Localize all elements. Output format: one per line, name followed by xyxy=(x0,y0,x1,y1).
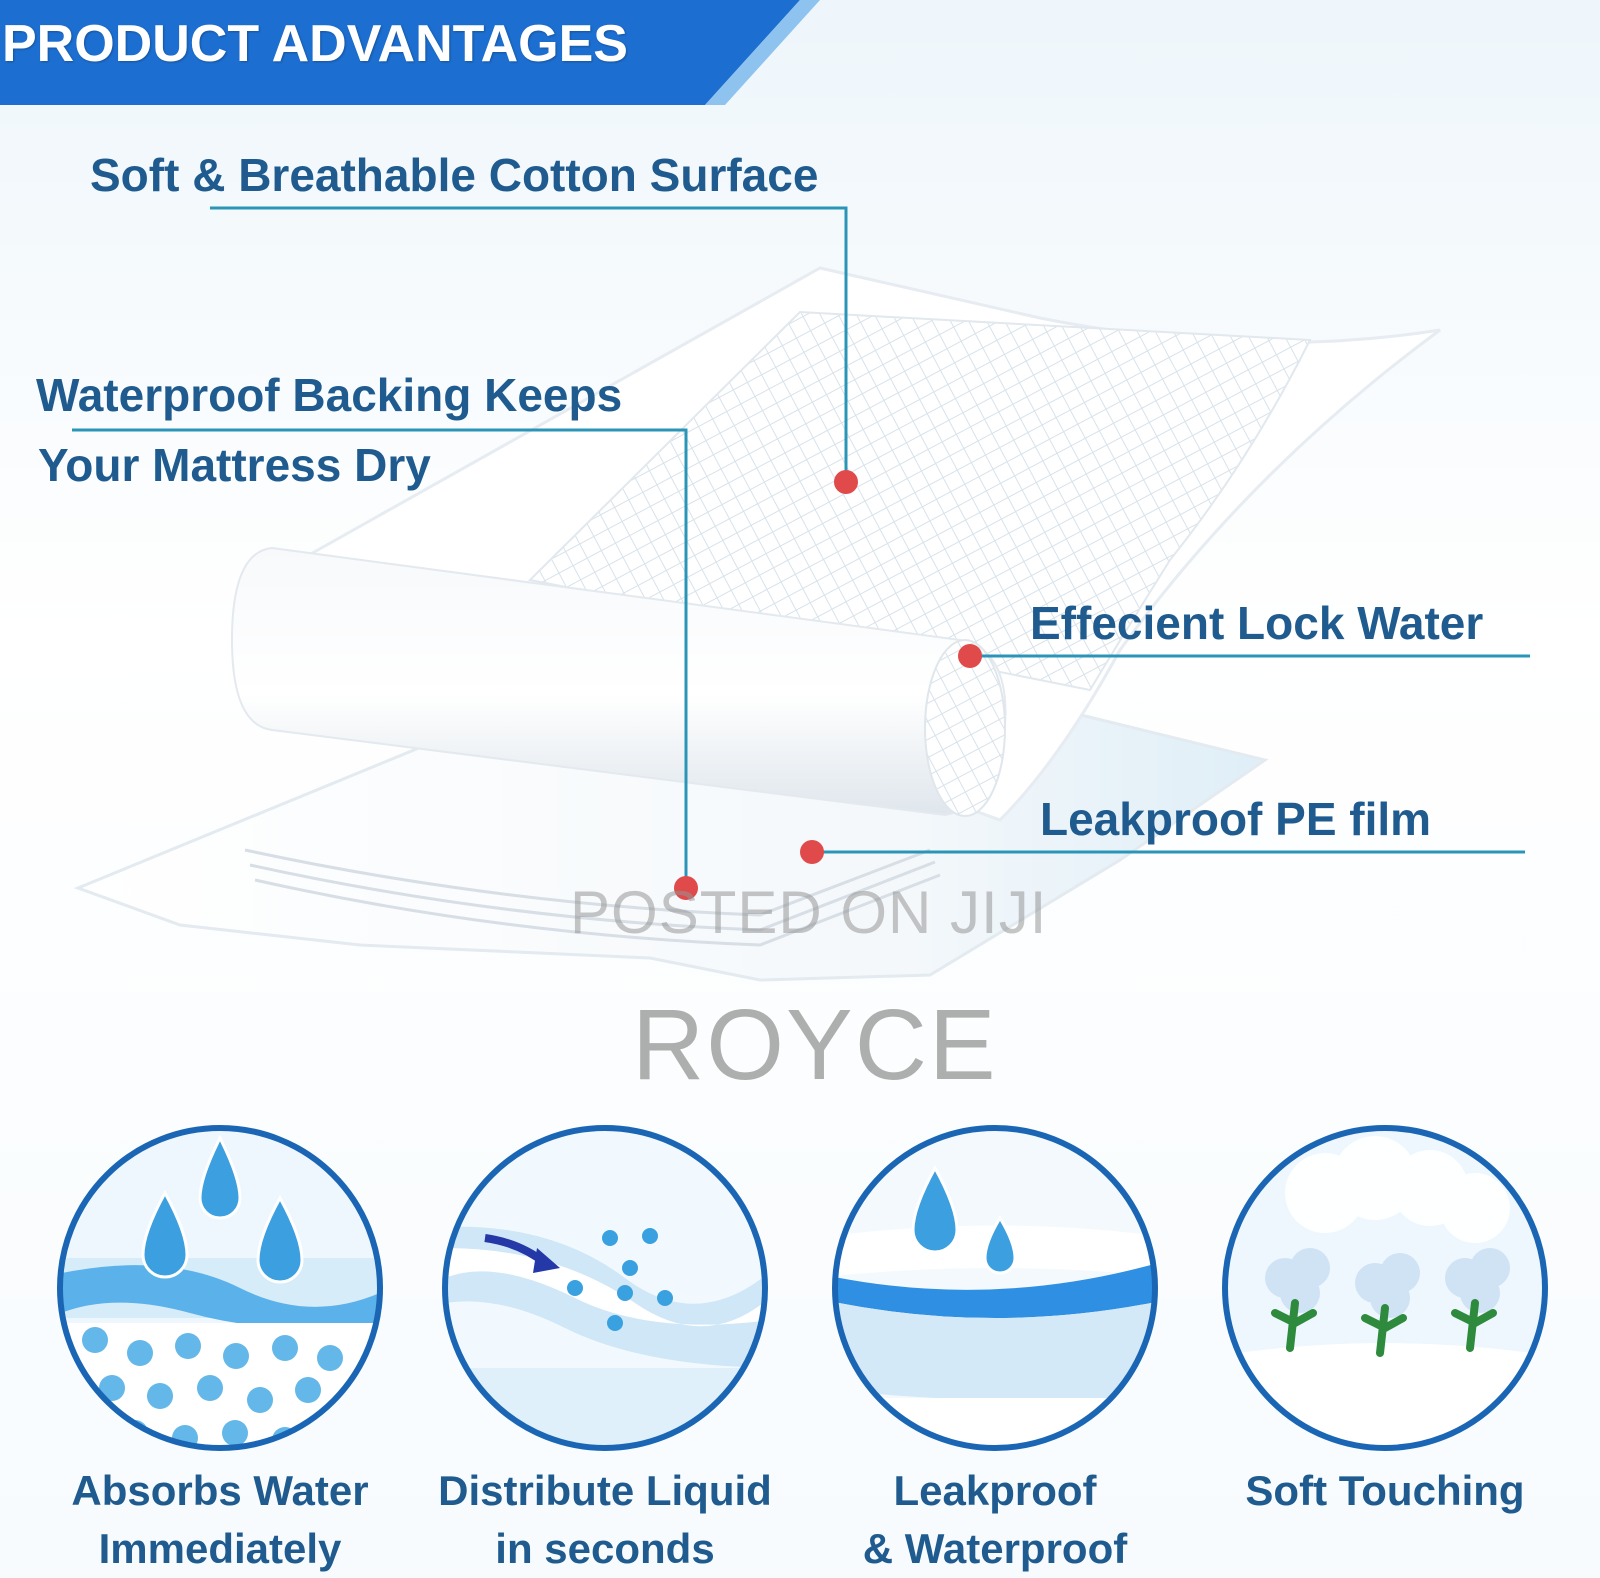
banner-shape xyxy=(0,0,820,105)
leakproof-layer-icon xyxy=(832,1125,1158,1451)
callout-backing-line1: Waterproof Backing Keeps xyxy=(36,369,623,421)
feature-caption-line2: in seconds xyxy=(495,1525,715,1572)
feature-caption-line1: Soft Touching xyxy=(1245,1467,1525,1514)
feature-leakproof-waterproof: Leakproof & Waterproof xyxy=(815,1108,1175,1572)
feature-caption-line1: Distribute Liquid xyxy=(438,1467,772,1514)
leader-lines xyxy=(72,206,1530,888)
callout-lock-water: Effecient Lock Water xyxy=(1030,597,1484,649)
surface-marker xyxy=(834,470,858,494)
backing-marker xyxy=(674,876,698,900)
feature-absorbs-water: Absorbs Water Immediately xyxy=(40,1108,400,1572)
pe-film-marker xyxy=(800,840,824,864)
lock-water-marker xyxy=(958,644,982,668)
feature-caption-line1: Leakproof xyxy=(893,1467,1097,1514)
feature-caption: Distribute Liquid in seconds xyxy=(425,1462,785,1578)
feature-caption: Absorbs Water Immediately xyxy=(40,1462,400,1578)
watermark-posted: POSTED ON JIJI xyxy=(570,879,1048,946)
liquid-distribution-icon xyxy=(442,1125,768,1451)
pad-roll xyxy=(230,546,1007,817)
feature-caption: Soft Touching xyxy=(1205,1462,1565,1520)
water-drops-icon xyxy=(57,1125,383,1451)
banner-title: PRODUCT ADVANTAGES xyxy=(2,15,628,73)
callout-pe-film: Leakproof PE film xyxy=(1040,793,1432,845)
feature-caption-line2: & Waterproof xyxy=(862,1525,1128,1572)
feature-caption-line1: Absorbs Water xyxy=(71,1467,369,1514)
quilted-surface xyxy=(527,310,1312,692)
feature-caption: Leakproof & Waterproof xyxy=(815,1462,1175,1578)
underpad-illustration xyxy=(72,206,1530,982)
feature-soft-touching: Soft Touching xyxy=(1205,1108,1565,1568)
feature-caption-line2: Immediately xyxy=(98,1525,342,1572)
header-banner: PRODUCT ADVANTAGES xyxy=(0,0,820,105)
watermark-brand: ROYCE xyxy=(632,989,998,1101)
cotton-flower-icon xyxy=(1222,1125,1548,1451)
callout-backing-line2: Your Mattress Dry xyxy=(38,439,431,491)
callout-surface: Soft & Breathable Cotton Surface xyxy=(90,149,819,201)
feature-distribute-liquid: Distribute Liquid in seconds xyxy=(425,1108,785,1572)
